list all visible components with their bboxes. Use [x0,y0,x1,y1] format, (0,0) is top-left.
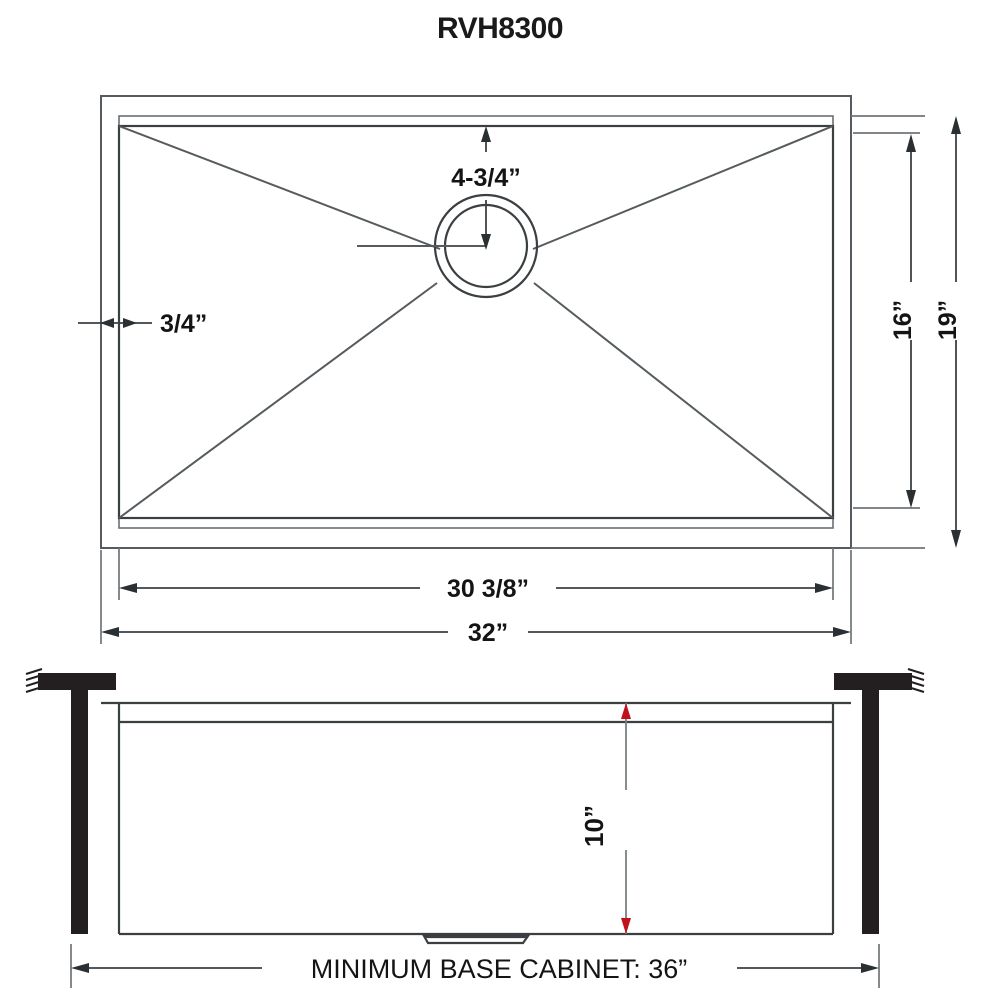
sink-basin-opening [117,124,835,520]
dimension-inner-width [119,583,833,593]
countertop-hatch-left-icon [25,668,43,693]
dimension-base-cabinet-label: MINIMUM BASE CABINET: 36” [311,954,688,984]
cabinet-extension-lines [70,944,880,988]
dimension-basin-depth-label: 10” [579,805,609,847]
horizontal-extension-lines [100,548,852,644]
dimension-inner-depth-label: 16” [889,300,917,340]
vertical-extension-lines [851,115,925,549]
dimension-basin-depth [621,703,631,934]
sink-outer-rim [100,95,852,549]
sink-body-section [101,701,851,936]
dimension-drain-offset [481,126,491,250]
drain-strainer-icon [422,934,531,945]
countertop-hatch-right-icon [907,668,925,693]
dimension-outer-depth [951,116,961,548]
dimension-outer-width [101,627,851,637]
dimension-outer-depth-label: 19” [934,300,962,340]
basin-slope-lines [118,125,834,519]
dimension-inner-depth [906,134,916,508]
countertop-right [834,668,925,693]
dimension-wall-thickness-label: 3/4” [160,310,207,338]
sink-section-view: 10” MINIMUM BASE CABINET: 36” [25,668,925,988]
dimension-base-cabinet [71,963,879,973]
dimension-drain-offset-label: 4-3/4” [451,164,520,192]
dimension-inner-width-label: 30 3/8” [447,575,529,603]
dimension-wall-thickness [78,318,152,328]
cabinet-side-panel-left [71,690,88,934]
countertop-left [25,668,116,693]
sink-top-view: 4-3/4” 3/4” 16” [78,95,962,647]
page-title: RVH8300 [436,12,564,45]
dimension-outer-width-label: 32” [468,619,508,647]
cabinet-side-panel-right [862,690,879,934]
